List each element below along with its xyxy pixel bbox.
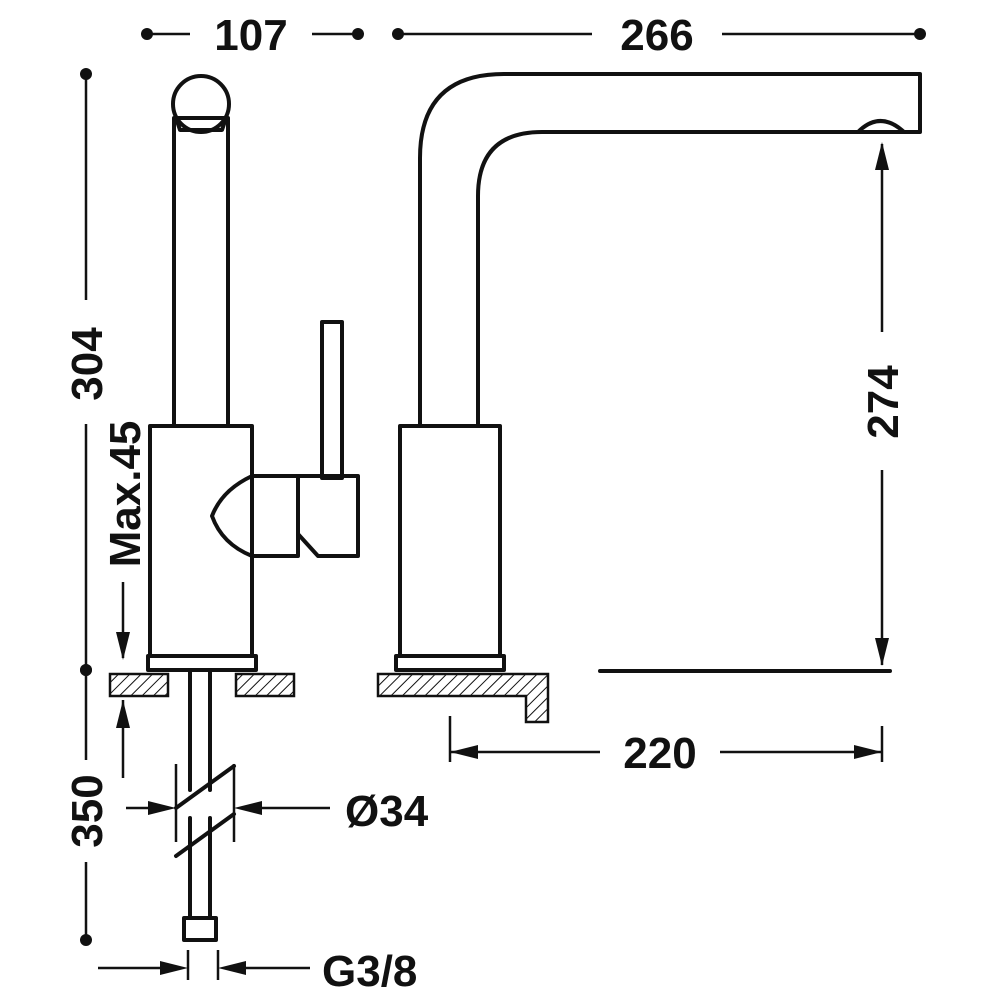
dimension-label-thread: G3/8 (322, 947, 417, 996)
dimension-max45: Max.45 (101, 421, 150, 778)
faucet-body-profile (398, 424, 502, 658)
spout-cap (171, 74, 231, 134)
break-line-bottom (174, 812, 236, 858)
dimension-220: 220 (448, 716, 884, 778)
break-line-top (174, 764, 236, 810)
base-plate-profile (394, 654, 506, 672)
dimension-label-max45: Max.45 (101, 421, 150, 568)
lever-hub (296, 474, 360, 558)
dimension-label-304: 304 (63, 327, 112, 401)
deck-left (108, 672, 170, 698)
dimension-label-274: 274 (859, 365, 908, 439)
base-plate (146, 654, 258, 672)
thread-fitting (182, 916, 218, 942)
dimension-304: 304 (63, 68, 112, 676)
countertop (376, 672, 550, 724)
faucet-profile-view (376, 72, 922, 724)
dimension-107: 107 (141, 11, 364, 60)
spout-arc (418, 72, 922, 428)
aerator (856, 119, 906, 134)
lever-cone (210, 474, 300, 558)
dimension-label-diameter: Ø34 (345, 787, 429, 836)
dimension-274: 274 (859, 142, 908, 666)
faucet-side-view (108, 74, 360, 942)
dimension-label-220: 220 (623, 729, 696, 778)
dimension-label-266: 266 (620, 11, 693, 60)
dimension-350: 350 (63, 664, 112, 946)
faucet-body (148, 424, 254, 658)
lever-handle (320, 320, 344, 480)
dimension-266: 266 (392, 11, 926, 60)
dimension-diameter: Ø34 (126, 764, 429, 842)
dimension-thread: G3/8 (98, 947, 417, 996)
deck-right (234, 672, 296, 698)
dimension-label-350: 350 (63, 774, 112, 847)
spout-tube (172, 116, 230, 428)
dimension-label-107: 107 (214, 11, 287, 60)
